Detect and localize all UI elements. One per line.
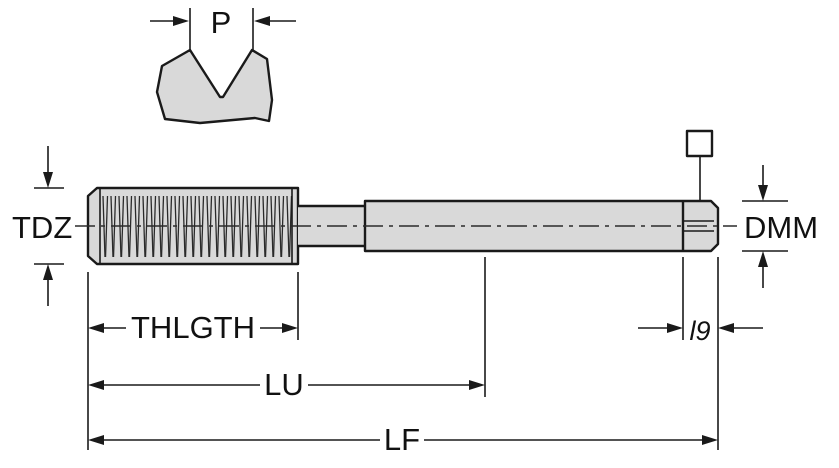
pitch-label: P	[211, 5, 232, 40]
thlgth-dimension: THLGTH	[88, 310, 298, 345]
tdz-arrowhead	[43, 264, 53, 280]
lu-dimension: LU	[88, 367, 485, 402]
square-drive-lines	[681, 201, 714, 251]
thread-length-label: THLGTH	[131, 310, 255, 345]
l9-arrowhead	[667, 323, 683, 333]
tap-body	[75, 186, 737, 266]
usable-length-label: LU	[264, 367, 304, 402]
neck-outline	[298, 204, 365, 248]
dmm-arrowhead	[758, 185, 768, 201]
pitch-detail: P	[150, 5, 296, 125]
lu-arrowhead	[88, 380, 104, 390]
shank-diameter-label: DMM	[744, 210, 818, 245]
l9-dimension: l9	[638, 316, 763, 346]
lf-arrowhead	[88, 435, 104, 445]
overall-length-label: LF	[384, 422, 420, 457]
thlgth-arrowhead	[282, 323, 298, 333]
thread-profile-shape	[155, 48, 274, 125]
tdz-dimension: TDZ	[12, 146, 72, 306]
dmm-dimension: DMM	[742, 165, 818, 288]
thread-diameter-label: TDZ	[12, 210, 72, 245]
pitch-arrowhead	[173, 16, 189, 26]
extension-lines	[87, 257, 719, 450]
lf-dimension: LF	[88, 422, 718, 457]
square-drive-symbol	[685, 129, 714, 200]
shank-section	[363, 199, 720, 253]
lf-arrowhead	[702, 435, 718, 445]
dmm-arrowhead	[758, 251, 768, 267]
square-icon	[685, 129, 714, 158]
square-length-label: l9	[689, 316, 710, 346]
l9-arrowhead	[718, 323, 734, 333]
tdz-arrowhead	[43, 172, 53, 188]
thlgth-arrowhead	[88, 323, 104, 333]
lu-arrowhead	[469, 380, 485, 390]
pitch-arrowhead	[254, 16, 270, 26]
